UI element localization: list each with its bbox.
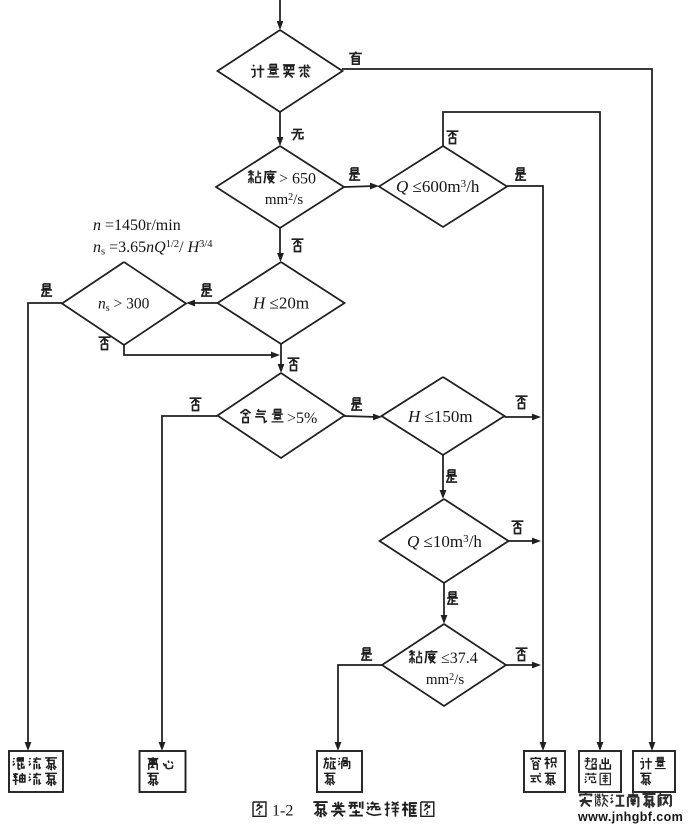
svg-text:H ≤20m: H ≤20m — [252, 294, 309, 313]
svg-text:>5%: >5% — [287, 410, 317, 427]
svg-text:Q ≤10m3/h: Q ≤10m3/h — [407, 532, 482, 551]
svg-text:H ≤150m: H ≤150m — [407, 407, 473, 426]
svg-text:mm2/s: mm2/s — [426, 672, 465, 688]
svg-text:mm2/s: mm2/s — [265, 192, 304, 208]
svg-text:Q ≤600m3/h: Q ≤600m3/h — [396, 177, 480, 196]
svg-text:ns =3.65nQ1/2/ H3/4: ns =3.65nQ1/2/ H3/4 — [93, 239, 213, 258]
svg-text:> 650: > 650 — [279, 171, 316, 188]
svg-text:≤37.4: ≤37.4 — [441, 650, 478, 667]
svg-text:n =1450r/min: n =1450r/min — [93, 217, 181, 234]
svg-text:www.jnhgbf.com: www.jnhgbf.com — [577, 810, 683, 824]
svg-text:1-2: 1-2 — [272, 803, 293, 820]
svg-text:ns > 300: ns > 300 — [98, 296, 150, 315]
